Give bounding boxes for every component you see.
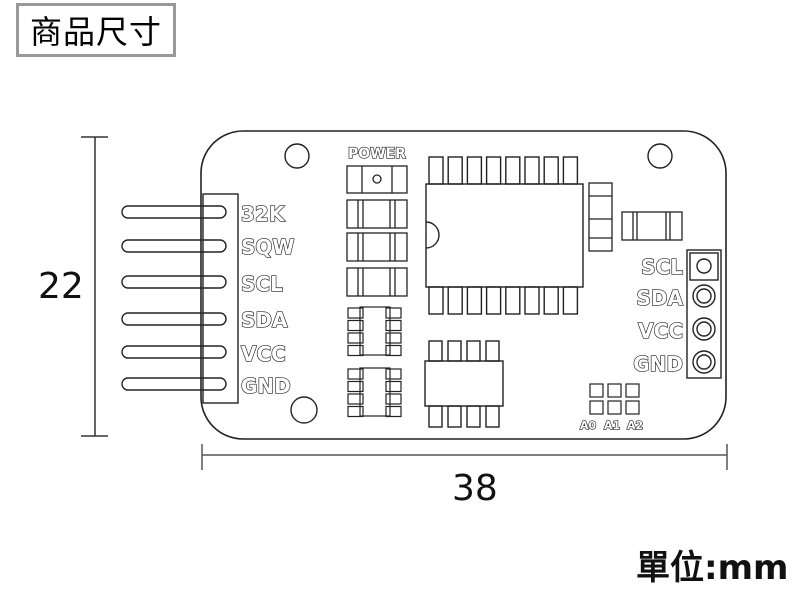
- ic-pin: [428, 405, 443, 428]
- page-title: 商品尺寸: [29, 13, 162, 51]
- right-pin-label: VCC: [638, 319, 683, 343]
- jumper-pad: [625, 383, 640, 398]
- left-pin-label: SDA: [241, 308, 288, 332]
- resistor: [346, 232, 408, 262]
- array-pad: [385, 405, 402, 418]
- right-header: [686, 249, 722, 379]
- eeprom-chip: [424, 340, 504, 428]
- array-pad: [347, 332, 364, 344]
- rtc-chip: [425, 156, 584, 315]
- ic-pin: [447, 286, 463, 315]
- ic-pin: [524, 286, 540, 315]
- array-pad: [347, 393, 364, 405]
- ic-pin: [466, 405, 481, 428]
- power-label: POWER: [348, 146, 406, 162]
- ic-pin: [524, 156, 540, 185]
- ic-pin: [485, 156, 502, 185]
- ic-pin: [447, 156, 463, 185]
- resistor-array: [347, 306, 402, 357]
- left-pin-label: SCL: [241, 272, 283, 296]
- ic-pin: [543, 286, 559, 315]
- array-pad: [347, 319, 364, 332]
- right-pin-label: SCL: [641, 255, 683, 279]
- address-label: A0: [580, 419, 597, 432]
- right-pin-label: GND: [633, 352, 683, 376]
- array-pad: [385, 380, 402, 393]
- jumper-pad: [625, 400, 640, 415]
- address-jumper-pads: [589, 383, 640, 415]
- capacitor: [588, 182, 613, 252]
- ic-pin: [485, 286, 502, 315]
- jumper-pad: [607, 400, 622, 415]
- ic-pin: [428, 340, 443, 362]
- unit-label: 單位:mm: [636, 548, 789, 588]
- ic-pin: [466, 286, 483, 315]
- resistor: [346, 199, 408, 229]
- right-pin-label: SDA: [637, 286, 684, 310]
- array-pad: [347, 368, 364, 380]
- address-label: A2: [627, 419, 643, 432]
- resistor: [346, 267, 408, 297]
- height-dimension-value: 22: [38, 266, 84, 307]
- left-pin-label: 32K: [241, 202, 286, 226]
- array-pad: [385, 307, 402, 319]
- width-dimension-line: [201, 444, 728, 470]
- left-header-pins: [121, 205, 227, 391]
- array-pad: [385, 393, 402, 405]
- left-header-housing: [202, 193, 239, 404]
- ic-pin: [562, 286, 579, 315]
- width-dimension-value: 38: [452, 468, 498, 509]
- power-led: [346, 165, 408, 194]
- height-dimension-line: [81, 136, 108, 437]
- pcb-board-outline: [200, 130, 727, 440]
- ic-pin: [447, 405, 462, 428]
- title-box: 商品尺寸: [16, 3, 176, 57]
- ic-pin: [485, 405, 500, 428]
- ic-pin: [485, 340, 500, 362]
- jumper-pad: [589, 383, 604, 398]
- ic-pin: [428, 156, 444, 185]
- address-label: A1: [604, 419, 620, 432]
- ic-pin: [428, 286, 444, 315]
- array-pad: [347, 344, 364, 357]
- ic-pin: [505, 286, 521, 315]
- ic-pin: [466, 156, 483, 185]
- array-pad: [385, 368, 402, 380]
- jumper-pad: [607, 383, 622, 398]
- mounting-hole: [647, 143, 673, 169]
- array-pad: [347, 380, 364, 393]
- ic-pin: [466, 340, 481, 362]
- array-pad: [347, 307, 364, 319]
- array-pad: [385, 319, 402, 332]
- left-pin-label: SQW: [241, 235, 294, 259]
- array-pad: [385, 344, 402, 357]
- array-pad: [385, 332, 402, 344]
- ic-pin: [543, 156, 559, 185]
- ic-pin: [447, 340, 462, 362]
- ic-pin: [562, 156, 579, 185]
- resistor: [621, 211, 683, 241]
- mounting-hole: [290, 396, 318, 424]
- ic-pin: [505, 156, 521, 185]
- resistor-array: [347, 367, 402, 418]
- left-pin-label: GND: [241, 374, 291, 398]
- jumper-pad: [589, 400, 604, 415]
- left-pin-label: VCC: [241, 342, 286, 366]
- array-pad: [347, 405, 364, 418]
- mounting-hole: [284, 143, 310, 169]
